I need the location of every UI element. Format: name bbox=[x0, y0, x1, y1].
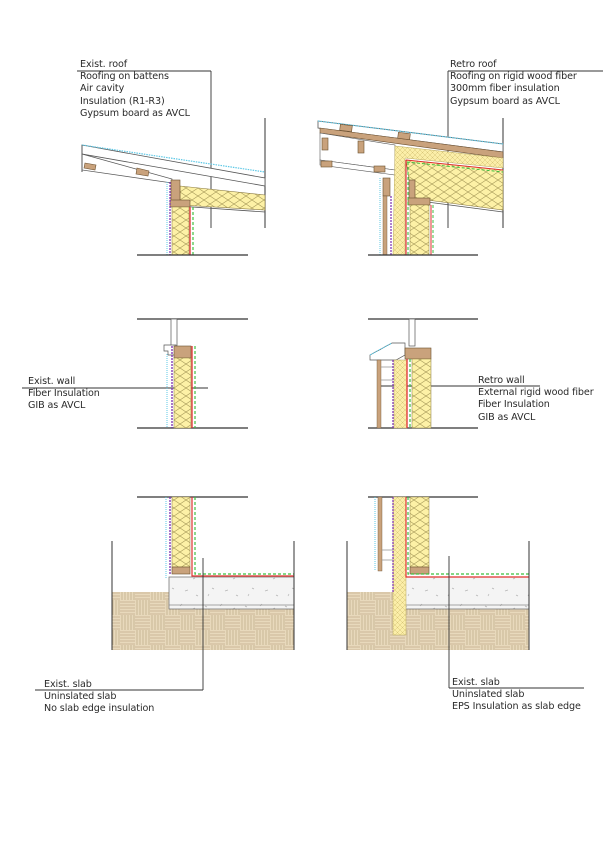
exist-wall-line: GIB as AVCL bbox=[28, 400, 86, 412]
retro-roof-line: Gypsum board as AVCL bbox=[450, 95, 560, 107]
retro-roof-line: 300mm fiber insulation bbox=[450, 83, 560, 95]
retro-wall-line: External rigid wood fiber bbox=[478, 387, 594, 399]
exist-slab-line: Uninslated slab bbox=[44, 691, 117, 703]
retro-slab-detail bbox=[346, 496, 584, 689]
retro-slab-title: Exist. slab bbox=[452, 677, 500, 688]
retro-roof-detail bbox=[317, 70, 603, 256]
exist-slab-line: No slab edge insulation bbox=[44, 703, 155, 715]
retro-roof-title: Retro roof bbox=[450, 59, 497, 70]
exist-slab-title: Exist. slab bbox=[44, 679, 92, 690]
exist-roof-line: Air cavity bbox=[80, 83, 125, 95]
retro-slab-line: EPS Insulation as slab edge bbox=[452, 701, 581, 713]
exist-roof-line: Insulation (R1-R3) bbox=[80, 95, 165, 107]
retro-wall-label: Retro wall External rigid wood fiber Fib… bbox=[478, 375, 594, 424]
exist-roof-line: Roofing on battens bbox=[80, 71, 169, 83]
exist-wall-line: Fiber Insulation bbox=[28, 388, 100, 400]
exist-roof-line: Gypsum board as AVCL bbox=[80, 107, 190, 119]
retro-wall-line: Fiber Insulation bbox=[478, 399, 550, 411]
retro-roof-label: Retro roof Roofing on rigid wood fiber 3… bbox=[450, 59, 577, 108]
retro-slab-line: Uninslated slab bbox=[452, 689, 525, 701]
exist-slab-detail bbox=[35, 496, 295, 691]
exist-roof-detail bbox=[77, 70, 266, 256]
retro-roof-line: Roofing on rigid wood fiber bbox=[450, 71, 577, 83]
retro-wall-title: Retro wall bbox=[478, 375, 525, 386]
exist-wall-detail bbox=[22, 318, 248, 429]
retro-wall-line: GIB as AVCL bbox=[478, 411, 536, 423]
retro-slab-label: Exist. slab Uninslated slab EPS Insulati… bbox=[452, 677, 581, 714]
retro-wall-detail bbox=[368, 318, 540, 429]
exist-slab-label: Exist. slab Uninslated slab No slab edge… bbox=[44, 679, 154, 716]
exist-roof-title: Exist. roof bbox=[80, 59, 128, 70]
exist-roof-label: Exist. roof Roofing on battens Air cavit… bbox=[80, 59, 190, 120]
exist-wall-label: Exist. wall Fiber Insulation GIB as AVCL bbox=[28, 376, 100, 413]
exist-wall-title: Exist. wall bbox=[28, 376, 76, 387]
